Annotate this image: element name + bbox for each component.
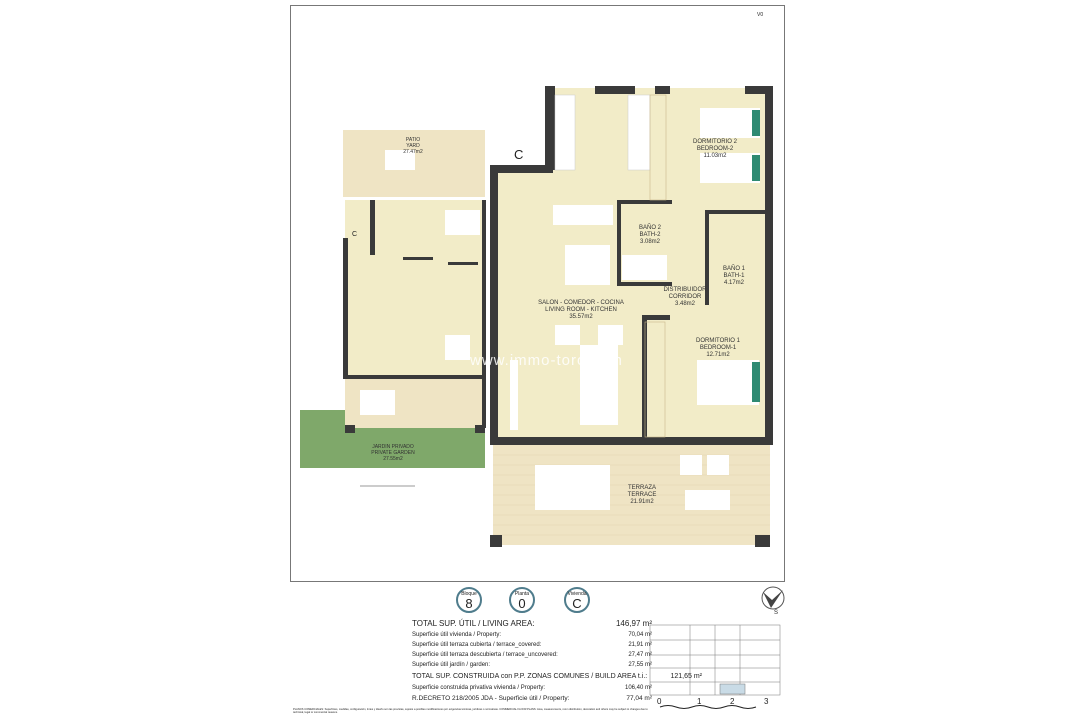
scale-tick: 0: [657, 697, 662, 706]
entrance-letter: C: [514, 147, 524, 162]
decree-area: R.DECRETO 218/2005 JDA - Superficie útil…: [412, 695, 652, 702]
mini-plan: [300, 130, 486, 487]
area-row: Superficie útil terraza descubierta / te…: [412, 652, 652, 658]
plan-frame: [290, 5, 785, 582]
watermark: www.immo-toro.com: [470, 352, 623, 369]
total-living-area: TOTAL SUP. ÚTIL / LIVING AREA:146,97 m²: [412, 619, 652, 628]
area-row: Superficie útil vivienda / Property:70,0…: [412, 632, 652, 638]
footnote: PLANOS COMERCIALES: Superficies, medidas…: [293, 708, 648, 714]
scale-tick: 2: [730, 697, 735, 706]
compass-icon: [761, 586, 785, 610]
main-plan: [490, 86, 773, 547]
building-elevation: [649, 624, 781, 709]
version-label: V0: [757, 12, 764, 18]
mini-entrance-letter: C: [352, 231, 358, 238]
area-row: Superficie útil terraza cubierta / terra…: [412, 642, 652, 648]
scale-tick: 3: [764, 697, 769, 706]
total-build-area: TOTAL SUP. CONSTRUIDA con P.P. ZONAS COM…: [412, 673, 702, 680]
area-row: Superficie útil jardín / garden:27,55 m²: [412, 662, 652, 668]
build-private-area: Superficie construida privativa vivienda…: [412, 685, 652, 691]
scale-tick: 1: [697, 697, 702, 706]
compass-label: S: [774, 610, 779, 616]
